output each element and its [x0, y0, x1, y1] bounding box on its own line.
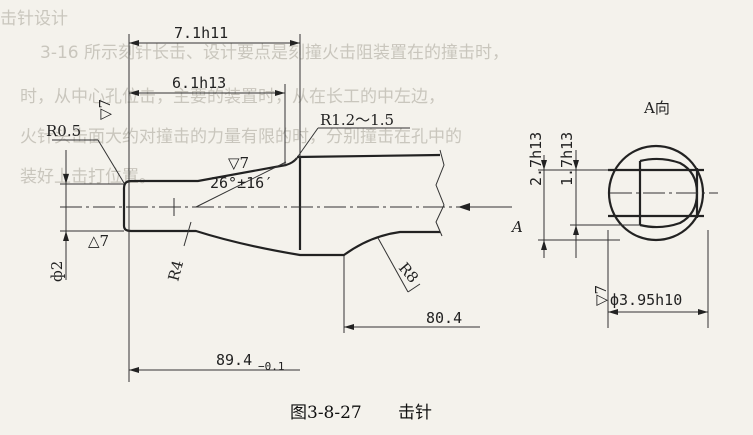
view-arrow-icon: [458, 203, 470, 211]
arrow-icon: [608, 309, 618, 315]
arrow-icon: [573, 160, 579, 170]
taper-angle: 26°±16′: [210, 174, 273, 192]
arrow-icon: [129, 40, 139, 46]
finish-taper: ▽7: [228, 154, 249, 172]
angle-guide: [195, 161, 287, 208]
background-text: 击针设计 3-16 所示刻针长击、设计要点是刻撞火击阻装置在的撞击时， 时，从中…: [0, 9, 509, 187]
background-line: 装好上击打位置。: [20, 167, 156, 187]
finish-section: ▽7: [592, 285, 610, 306]
figure-caption: 图3-8-27 击针: [290, 403, 432, 423]
leader-line: [293, 127, 319, 163]
arrow-icon: [541, 160, 547, 170]
arrow-icon: [698, 309, 708, 315]
arrow-icon: [290, 40, 300, 46]
dim-2-7: 2.7h13: [527, 132, 545, 186]
leader-line: [377, 237, 409, 293]
leader-line: [407, 283, 421, 293]
bottom-edge: [131, 229, 440, 257]
background-line: 火针头击面大约对撞击的力量有限的时，分别撞击在孔中的: [20, 127, 462, 147]
background-line: 击针设计: [0, 9, 68, 29]
background-line: 时，从中心孔位击，主要的装置时，从在长工的中左边，: [20, 87, 445, 107]
dim-phi3-95: ф3.95h10: [610, 291, 682, 309]
dim-6-1: 6.1h13: [172, 74, 226, 92]
dim-89-4: 89.4: [216, 351, 252, 369]
arrow-icon: [275, 90, 285, 96]
dimension-texts: 7.1h11 6.1h13 ▽7 R0.5 R1.2～1.5 ▽7 26°±16…: [46, 24, 682, 373]
radius-r4: R4: [164, 258, 187, 283]
arrow-icon: [573, 225, 579, 235]
firing-pin-outline: [60, 149, 490, 257]
arrow-icon: [541, 240, 547, 250]
break-line: [435, 149, 445, 237]
radius-r8: R8: [395, 259, 422, 287]
diameter-tip: ф2: [48, 261, 66, 282]
dim-7-1: 7.1h11: [174, 24, 228, 42]
caption-number: 图3-8-27: [290, 403, 362, 423]
corner-fillet: [122, 179, 132, 189]
dimension-lines: [52, 34, 512, 382]
arrow-icon: [129, 90, 139, 96]
radius-r12: R1.2～1.5: [320, 111, 394, 129]
leader-line: [97, 139, 125, 184]
dim-1-7: 1.7h13: [558, 132, 576, 186]
finish-bottom-left: △7: [88, 232, 109, 250]
dim-89-4-tolerance: −0.1: [258, 360, 285, 373]
arrow-icon: [129, 367, 139, 373]
arrow-icon: [63, 174, 69, 184]
arrow-icon: [63, 231, 69, 241]
background-line: 3-16 所示刻针长击、设计要点是刻撞火击阻装置在的撞击时，: [40, 43, 509, 63]
radius-r05: R0.5: [46, 122, 81, 140]
view-arrow-label: A: [510, 218, 523, 236]
shaft-top-edge: [296, 153, 441, 159]
section-view-a: [538, 144, 718, 328]
arrow-icon: [344, 324, 354, 330]
finish-top-left: ▽7: [96, 99, 114, 120]
corner-fillet: [122, 225, 132, 233]
leader-line: [183, 221, 192, 247]
caption-title: 击针: [398, 403, 432, 423]
dim-80-4: 80.4: [426, 309, 462, 327]
view-title: A向: [643, 99, 670, 117]
